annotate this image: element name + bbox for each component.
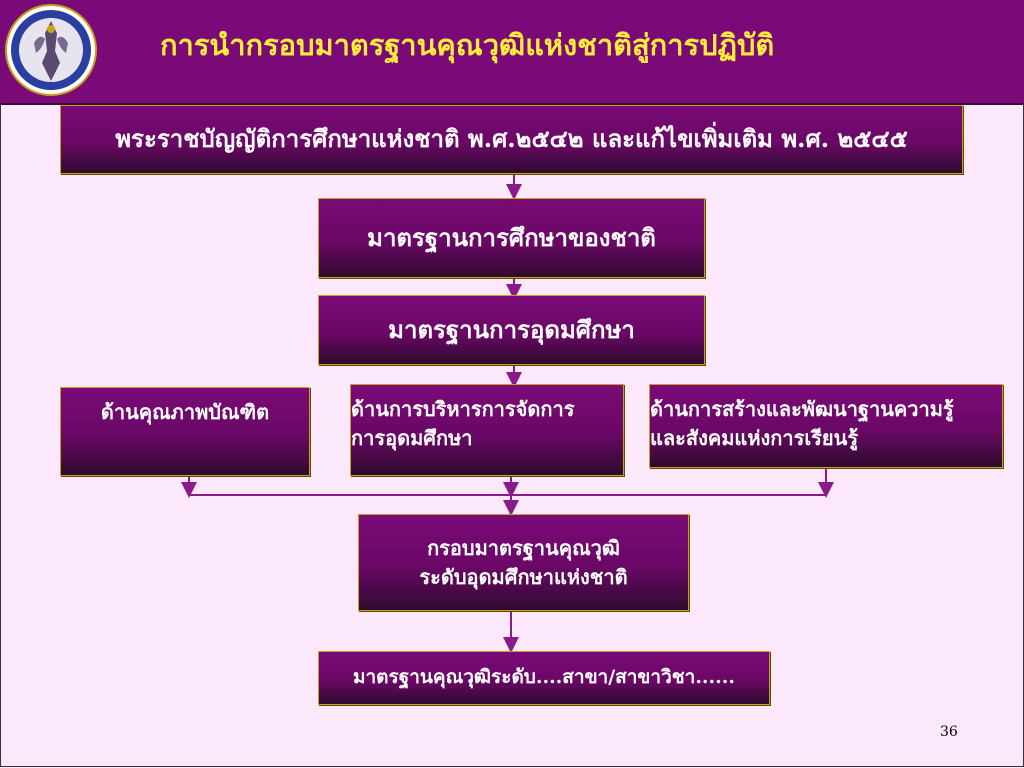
graduate-quality-box: ด้านคุณภาพบัณฑิต xyxy=(60,387,310,476)
higher-ed-standard-box: มาตรฐานการอุดมศึกษา xyxy=(318,295,705,365)
national-standard-label: มาตรฐานการศึกษาของชาติ xyxy=(367,222,656,252)
act-label: พระราชบัญญัติการศึกษาแห่งชาติ พ.ศ.๒๕๔๒ แ… xyxy=(115,124,908,154)
higher-ed-standard-label: มาตรฐานการอุดมศึกษา xyxy=(388,314,635,344)
management-box: ด้านการบริหารการจัดการ การอุดมศึกษา xyxy=(350,384,624,476)
national-standard-box: มาตรฐานการศึกษาของชาติ xyxy=(318,198,705,278)
framework-label-line1: กรอบมาตรฐานคุณวุฒิ xyxy=(427,535,620,560)
slide-header: การนำกรอบมาตรฐานคุณวุฒิแห่งชาติสู่การปฏิ… xyxy=(0,0,1024,105)
management-label-line2: การอุดมศึกษา xyxy=(351,426,473,450)
framework-label-line2: ระดับอุดมศึกษาแห่งชาติ xyxy=(419,564,628,589)
field-standard-label: มาตรฐานคุณวุฒิระดับ....สาขา/สาขาวิชา....… xyxy=(352,666,736,689)
page-title: การนำกรอบมาตรฐานคุณวุฒิแห่งชาติสู่การปฏิ… xyxy=(160,28,775,62)
knowledge-box: ด้านการสร้างและพัฒนาฐานความรู้ และสังคมแ… xyxy=(649,384,1003,468)
graduate-quality-label: ด้านคุณภาพบัณฑิต xyxy=(100,400,270,424)
act-box: พระราชบัญญัติการศึกษาแห่งชาติ พ.ศ.๒๕๔๒ แ… xyxy=(60,105,963,174)
knowledge-label-line2: และสังคมแห่งการเรียนรู้ xyxy=(650,426,859,450)
knowledge-label-line1: ด้านการสร้างและพัฒนาฐานความรู้ xyxy=(650,397,954,421)
page-number: 36 xyxy=(940,724,958,740)
framework-box: กรอบมาตรฐานคุณวุฒิ ระดับอุดมศึกษาแห่งชาต… xyxy=(358,514,689,611)
management-label-line1: ด้านการบริหารการจัดการ xyxy=(351,397,575,421)
field-standard-box: มาตรฐานคุณวุฒิระดับ....สาขา/สาขาวิชา....… xyxy=(318,651,770,705)
university-seal-icon xyxy=(5,4,97,96)
